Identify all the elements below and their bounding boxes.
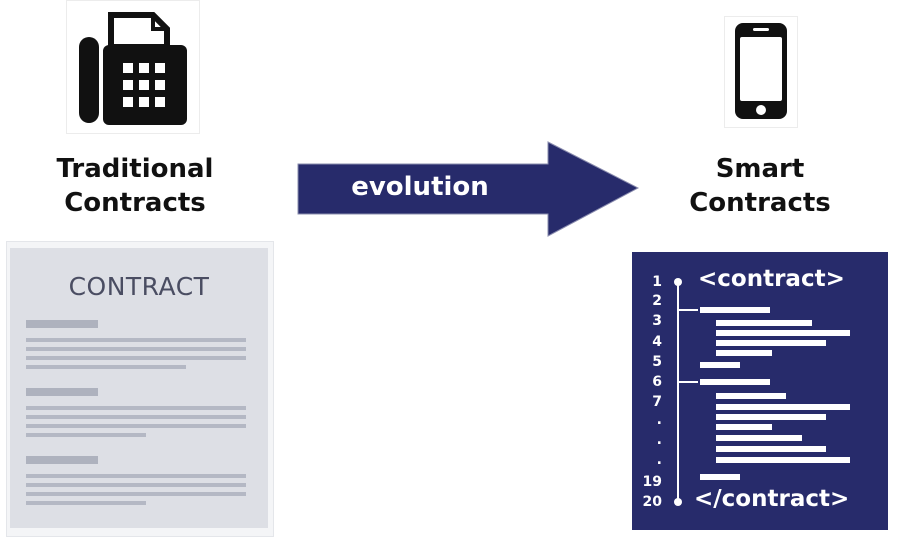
section-heading-bar [26,456,98,464]
text-line [26,406,246,410]
contract-document: CONTRACT [6,241,274,537]
code-line [716,350,772,356]
line-number: 4 [652,334,662,350]
code-line [716,320,812,326]
heading-line: Traditional [56,154,214,184]
contract-open-tag: <contract> [698,266,845,292]
text-line [26,492,246,496]
line-number: 6 [652,374,662,390]
smart-contracts-heading: Smart Contracts [660,152,860,220]
text-line [26,433,146,437]
heading-line: Contracts [689,188,831,218]
smart-contract-code: 1 2 3 4 5 6 7 . . . 19 20 <contract> </c… [632,252,888,530]
text-line [26,424,246,428]
text-line [26,483,246,487]
code-line [700,474,740,480]
code-line [716,330,850,336]
text-line [26,365,186,369]
line-number: . [656,432,662,448]
traditional-contracts-heading: Traditional Contracts [30,152,240,220]
code-line [700,379,770,385]
code-line [716,435,802,441]
code-line [716,414,826,420]
line-number: 1 [652,274,662,290]
fax-machine-icon [66,0,200,134]
line-number: . [656,412,662,428]
text-line [26,501,146,505]
evolution-label: evolution [351,172,489,202]
text-line [26,415,246,419]
section-heading-bar [26,388,98,396]
line-number: 7 [652,394,662,410]
code-line [716,457,850,463]
code-line [716,393,786,399]
heading-line: Contracts [64,188,206,218]
code-line [716,404,850,410]
line-number: 2 [652,293,662,309]
line-number: 5 [652,354,662,370]
code-line [700,307,770,313]
document-title: CONTRACT [68,272,210,301]
heading-line: Smart [715,154,805,184]
text-line [26,338,246,342]
code-line [716,424,772,430]
line-number: 19 [642,474,662,490]
text-line [26,356,246,360]
smartphone-icon [724,16,798,128]
line-number: . [656,452,662,468]
text-line [26,474,246,478]
contract-close-tag: </contract> [694,486,850,512]
line-number: 20 [642,494,662,510]
section-heading-bar [26,320,98,328]
text-line [26,347,246,351]
evolution-arrow [296,140,642,244]
code-line [716,446,826,452]
line-number: 3 [652,313,662,329]
code-line [716,340,826,346]
code-line [700,362,740,368]
